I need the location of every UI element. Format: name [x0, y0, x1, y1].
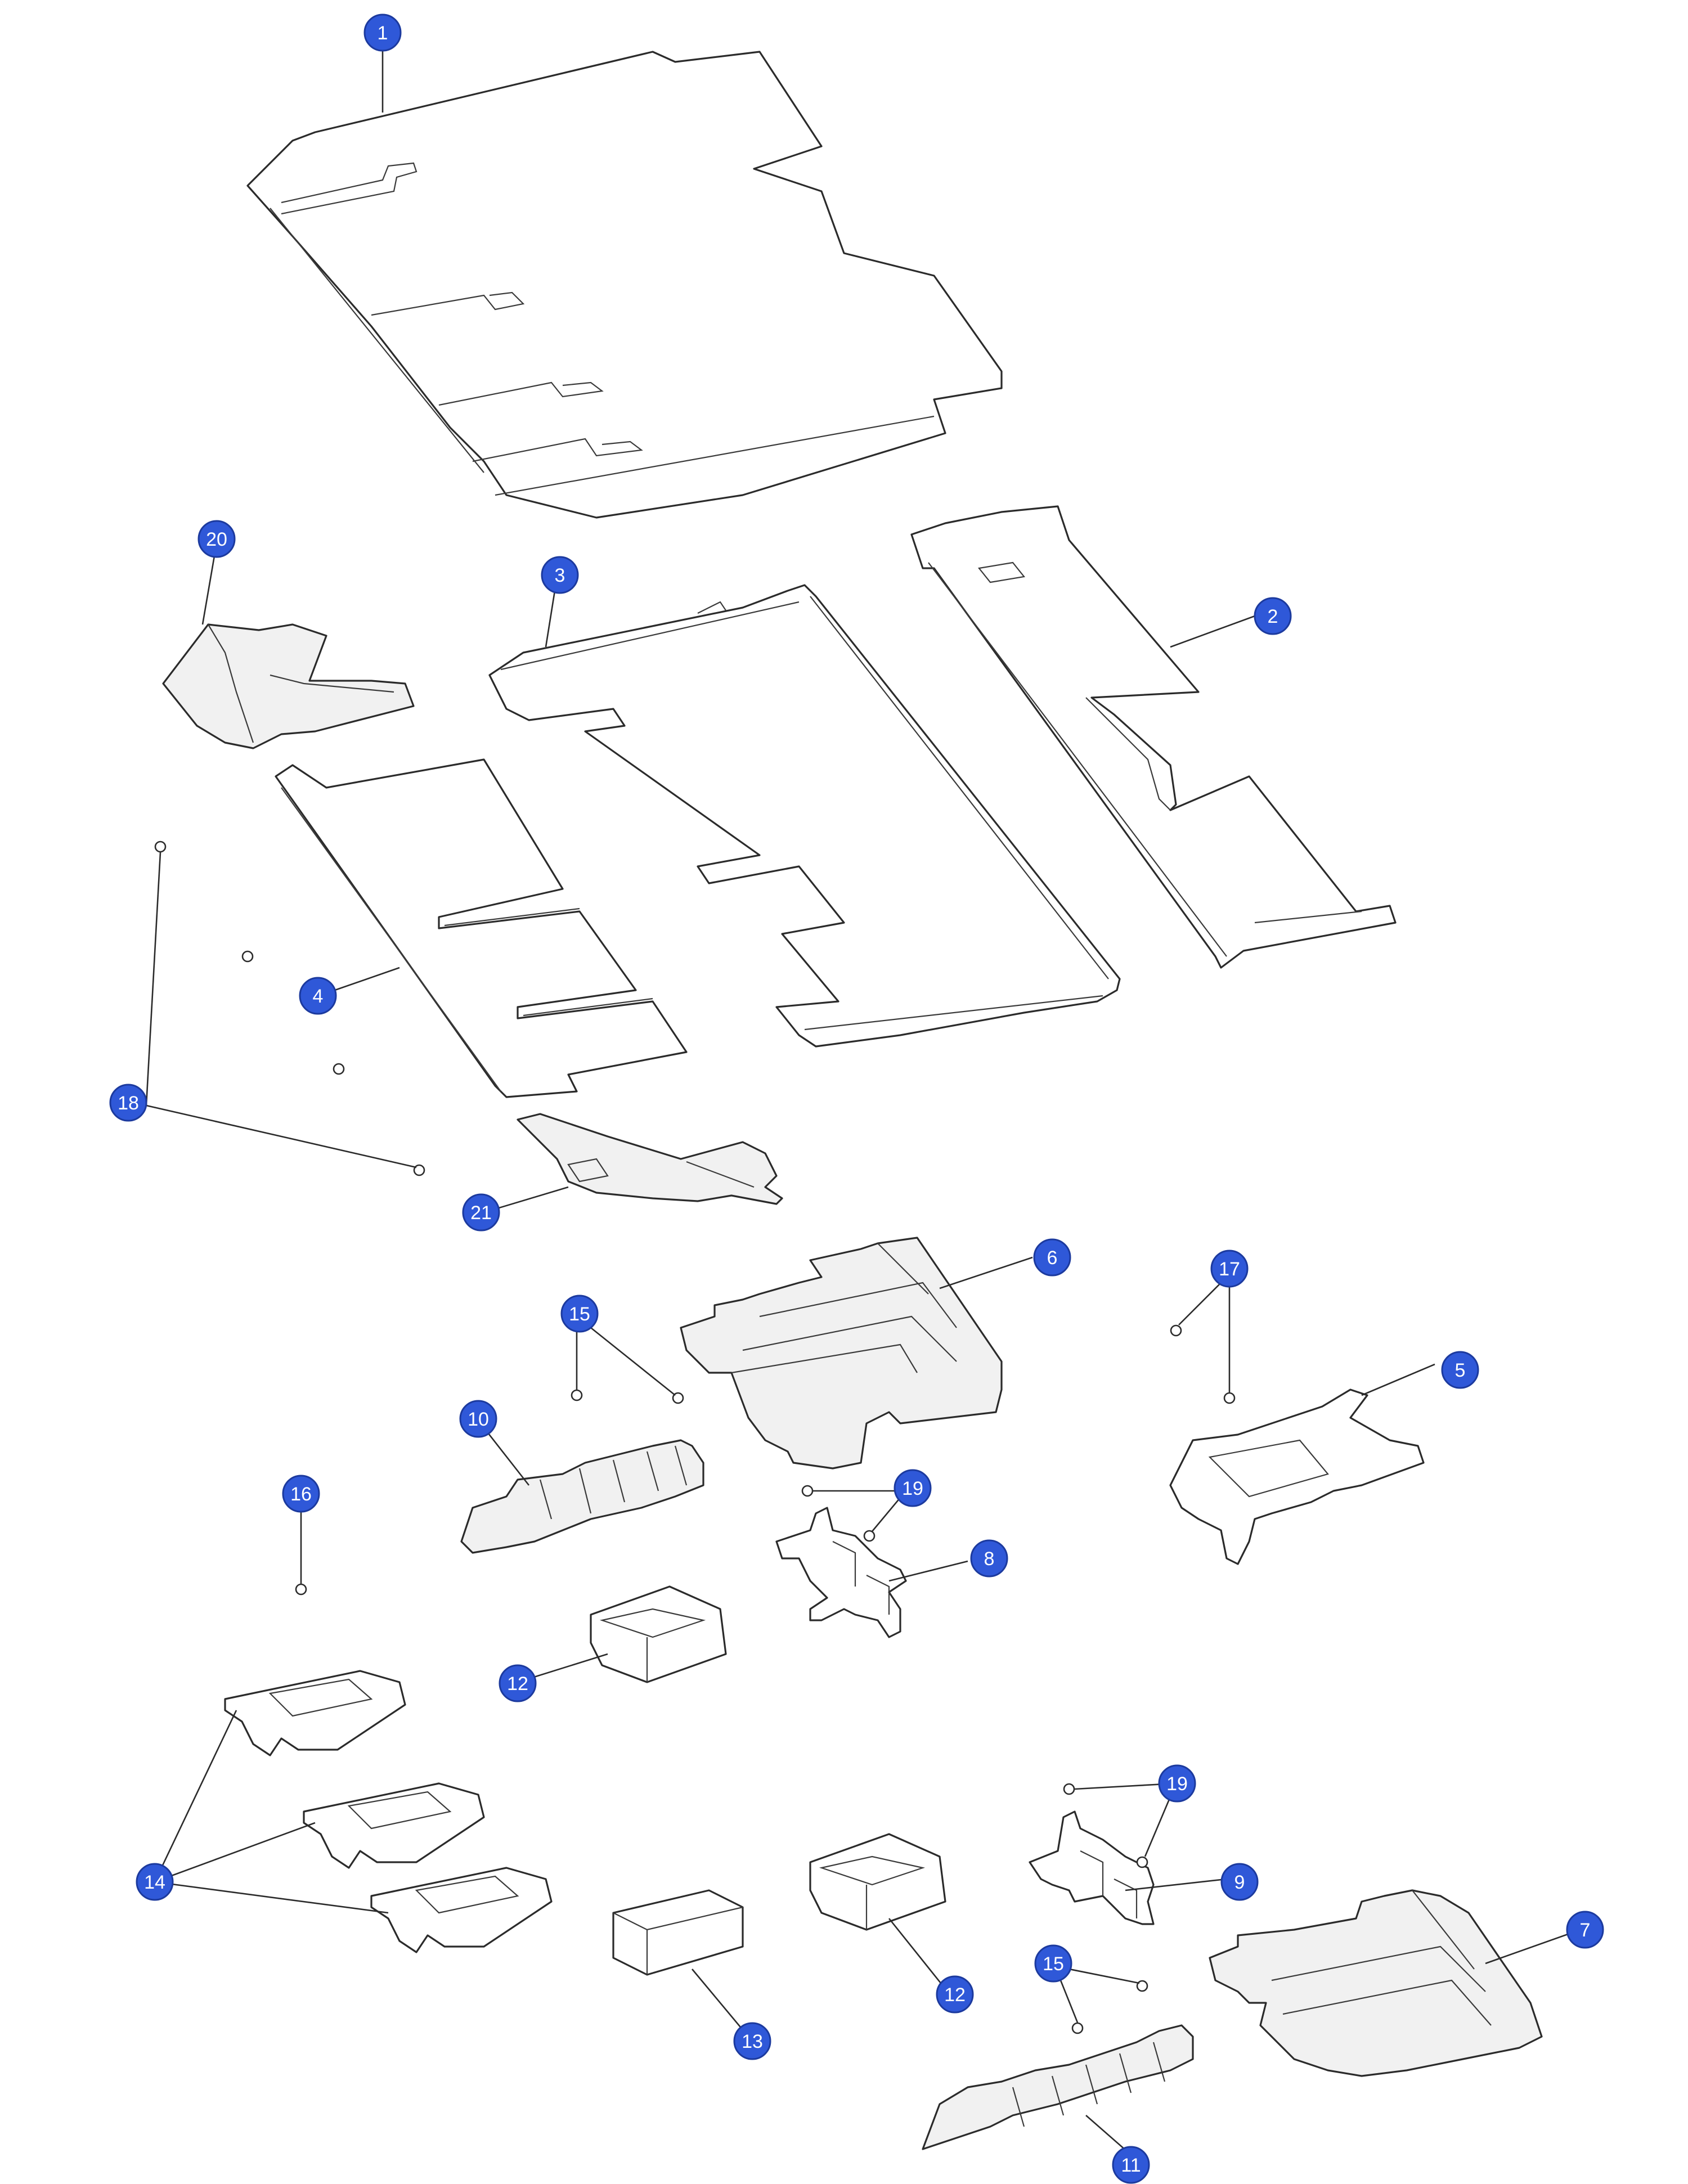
callout-8-text: 8: [984, 1548, 995, 1570]
callout-4-text: 4: [313, 986, 324, 1007]
callout-1-text: 1: [378, 23, 388, 44]
callout-17: 17: [1210, 1250, 1249, 1288]
screw-15c: [1071, 2022, 1084, 2034]
callout-19-upper-text: 19: [902, 1478, 923, 1499]
callout-19-lower-text: 19: [1166, 1773, 1188, 1795]
callout-15-upper: 15: [560, 1295, 599, 1333]
callout-18: 18: [109, 1084, 147, 1122]
part-10-rail: [460, 1439, 704, 1554]
callout-19-lower: 19: [1158, 1764, 1196, 1803]
callout-19-upper: 19: [894, 1469, 932, 1507]
callout-21: 21: [462, 1193, 500, 1232]
callout-3: 3: [541, 556, 579, 594]
screw-15b: [672, 1392, 684, 1404]
callout-5: 5: [1441, 1351, 1479, 1389]
callout-15-upper-text: 15: [569, 1304, 590, 1325]
part-20-bracket: [162, 623, 415, 749]
nut-19b: [863, 1530, 876, 1542]
callout-1: 1: [363, 14, 402, 52]
callout-15-lower-text: 15: [1043, 1953, 1064, 1975]
screw-15d: [1136, 1980, 1148, 1992]
callout-8: 8: [970, 1539, 1008, 1578]
screw-17b: [1223, 1392, 1236, 1404]
callout-5-text: 5: [1455, 1360, 1466, 1381]
part-13-box: [612, 1889, 744, 1976]
part-14-label-bottom: [370, 1867, 553, 1953]
leader-lines: [145, 51, 1573, 2155]
callout-14: 14: [136, 1863, 174, 1901]
part-21-bracket: [517, 1113, 783, 1205]
part-8-spring-bracket: [775, 1507, 907, 1638]
callout-12-upper-text: 12: [507, 1673, 528, 1695]
callout-9-text: 9: [1234, 1872, 1245, 1893]
part-2-right-panel: [910, 505, 1397, 969]
callout-20: 20: [197, 520, 236, 558]
part-1-floor-mat: [246, 51, 1003, 519]
callout-3-text: 3: [555, 565, 565, 586]
part-4-left-panel: [275, 758, 688, 1098]
part-5-bracket: [1169, 1388, 1425, 1565]
callout-16-text: 16: [290, 1484, 312, 1505]
part-12-block-lower: [809, 1833, 946, 1931]
callout-16: 16: [282, 1475, 320, 1513]
callout-2: 2: [1254, 597, 1292, 635]
screw-15a: [571, 1389, 583, 1401]
part-11-rail: [922, 2024, 1194, 2150]
callout-10: 10: [459, 1400, 497, 1438]
callout-7-text: 7: [1580, 1920, 1591, 1941]
callout-20-text: 20: [206, 529, 227, 550]
callout-12-lower: 12: [936, 1975, 974, 2014]
part-12-block-upper: [590, 1585, 727, 1683]
callout-17-text: 17: [1219, 1259, 1240, 1280]
callout-15-lower: 15: [1034, 1944, 1072, 1983]
callout-6: 6: [1033, 1238, 1071, 1277]
callout-21-text: 21: [470, 1202, 492, 1224]
callout-9: 9: [1220, 1863, 1259, 1901]
callout-13: 13: [733, 2022, 771, 2060]
part-3-center-panel: [488, 584, 1121, 1048]
callout-11: 11: [1112, 2146, 1150, 2184]
nut-19c: [1063, 1783, 1075, 1795]
callout-7: 7: [1566, 1911, 1604, 1949]
callout-12-upper: 12: [499, 1664, 537, 1702]
screw-17a: [1170, 1324, 1182, 1337]
callout-14-text: 14: [144, 1872, 165, 1893]
callout-11-text: 11: [1121, 2155, 1141, 2176]
callout-13-text: 13: [742, 2031, 763, 2052]
part-7-tray: [1209, 1889, 1543, 2077]
part-14-label-middle: [303, 1782, 485, 1869]
callout-6-text: 6: [1047, 1247, 1058, 1269]
callout-10-text: 10: [468, 1409, 489, 1430]
screw-16: [295, 1583, 307, 1596]
nut-19d: [1136, 1856, 1148, 1868]
part-9-spring-bracket: [1029, 1810, 1155, 1925]
part-6-tray: [680, 1237, 1003, 1470]
callout-18-text: 18: [118, 1093, 139, 1114]
callout-2-text: 2: [1268, 606, 1278, 627]
callout-4: 4: [299, 977, 337, 1015]
screw-18a: [154, 841, 167, 853]
part-14-label-top: [224, 1670, 406, 1756]
nut-19a: [801, 1485, 814, 1497]
screw-18d: [413, 1164, 425, 1176]
screw-18c: [333, 1063, 345, 1075]
callout-12-lower-text: 12: [944, 1984, 966, 2006]
screw-18b: [241, 950, 254, 963]
